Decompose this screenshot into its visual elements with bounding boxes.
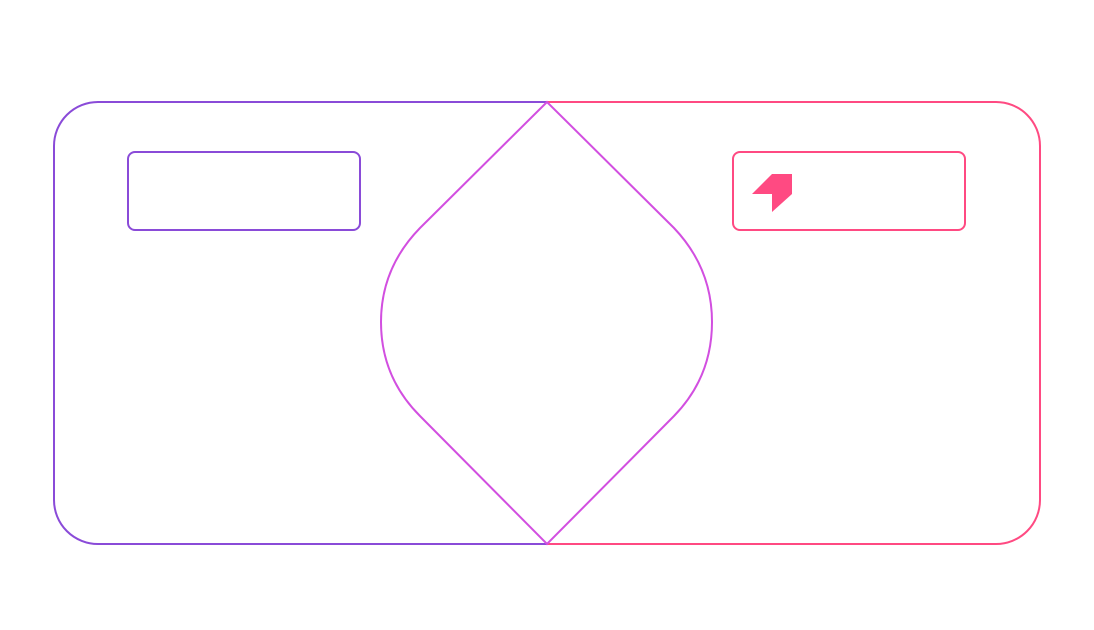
bookmark-arrow-icon <box>752 174 792 212</box>
center-lens-shape <box>379 100 714 546</box>
outer-frame-left <box>53 101 547 545</box>
right-panel-box <box>732 151 966 231</box>
left-panel-box <box>127 151 361 231</box>
outer-frame-right <box>547 101 1041 545</box>
